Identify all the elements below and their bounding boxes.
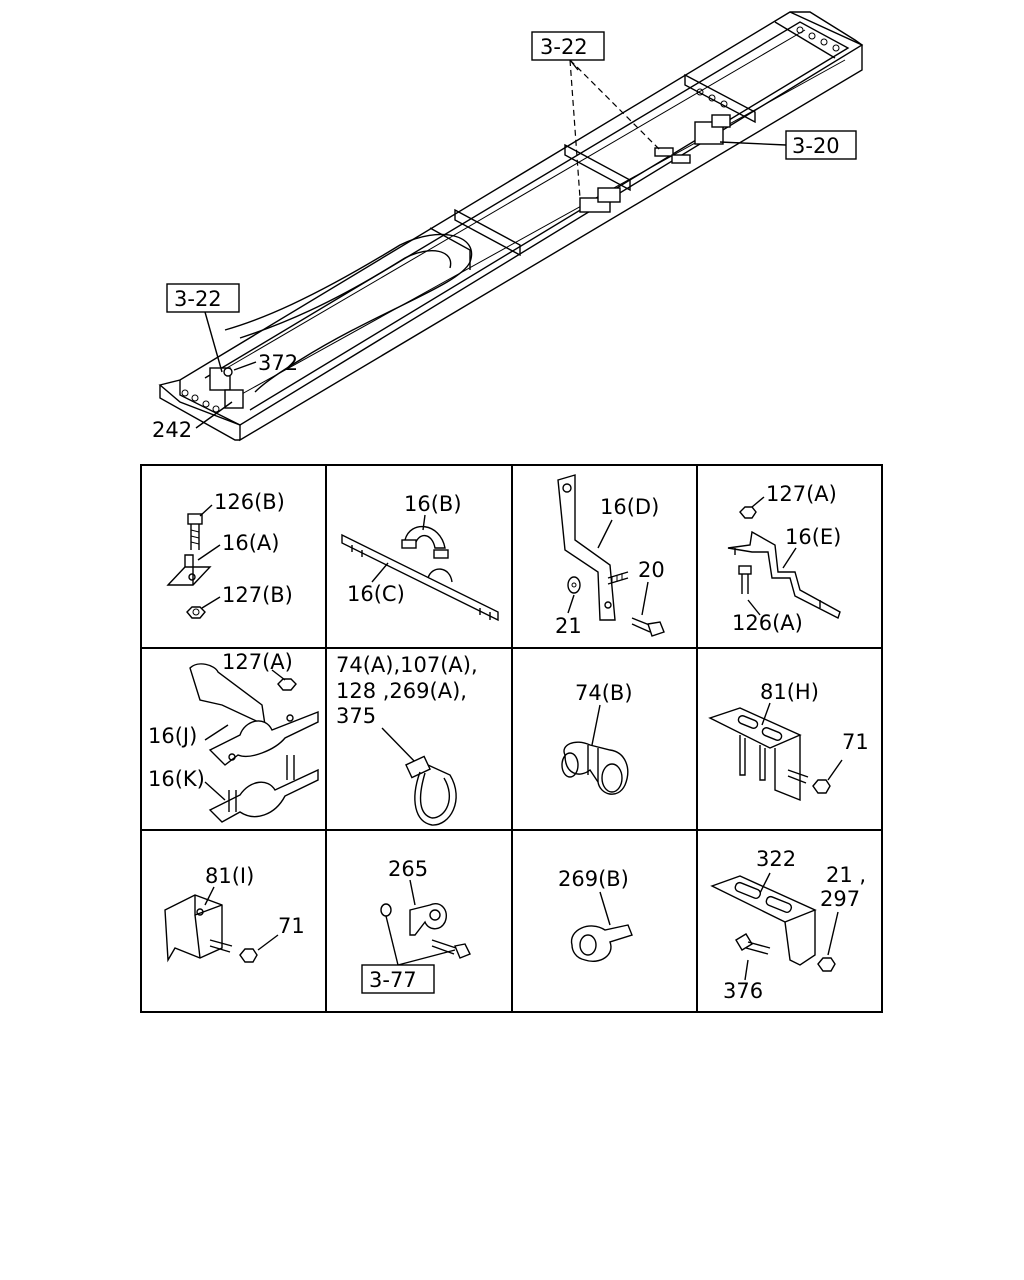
cell-9[interactable]: 81(I) 71	[164, 864, 305, 963]
ref-label-3-22-left: 3-22	[174, 287, 222, 311]
nut-icon	[739, 506, 757, 519]
part-label: 21 ,	[826, 863, 866, 887]
bolt-icon	[631, 617, 665, 637]
cell-5[interactable]: 127(A) 16(J) 16(K)	[148, 650, 319, 823]
part-372: 372	[258, 351, 298, 375]
nut-icon	[239, 948, 258, 963]
part-label: 81(H)	[760, 680, 819, 704]
cell-8[interactable]: 81(H) 71	[708, 680, 869, 802]
clip-icon	[570, 924, 633, 962]
part-label: 126(B)	[214, 490, 285, 514]
part-label: 21	[555, 614, 582, 638]
part-label: 16(E)	[785, 525, 841, 549]
part-label: 128 ,269(A),	[336, 679, 467, 703]
washer-icon	[380, 903, 392, 917]
ref-box-3-22-top[interactable]	[531, 31, 605, 61]
bolt-icon	[787, 769, 809, 784]
washer-icon	[567, 576, 581, 594]
part-label: 74(B)	[575, 681, 633, 705]
part-label: 16(K)	[148, 767, 205, 791]
bolt-icon	[735, 933, 771, 955]
nut-icon	[812, 779, 831, 794]
part-label: 127(B)	[222, 583, 293, 607]
part-label: 16(B)	[404, 492, 462, 516]
cell-2[interactable]: 16(B) 16(C)	[341, 492, 499, 622]
cell-10[interactable]: 265 3-77	[361, 857, 471, 994]
frame-brackets	[209, 114, 731, 409]
part-label: 127(A)	[766, 482, 837, 506]
ref-label-3-22-top: 3-22	[540, 35, 588, 59]
part-242: 242	[152, 418, 192, 442]
part-label: 375	[336, 704, 376, 728]
part-label: 81(I)	[205, 864, 254, 888]
bolt-icon	[607, 571, 629, 585]
bolt-icon	[738, 565, 752, 594]
part-label: 74(A),107(A),	[336, 653, 478, 677]
part-label: 127(A)	[222, 650, 293, 674]
cell-6[interactable]: 74(A),107(A), 128 ,269(A), 375	[336, 653, 478, 826]
cell-1[interactable]: 126(B) 16(A) 127(B)	[166, 490, 293, 619]
chassis-frame: 3-22 3-20 3-22 372 242	[152, 11, 864, 442]
part-label: 376	[723, 979, 763, 1003]
part-label: 126(A)	[732, 611, 803, 635]
bolt-icon	[431, 939, 471, 959]
cable-tie-icon	[405, 755, 457, 826]
part-label: 16(A)	[222, 531, 279, 555]
part-label: 16(J)	[148, 724, 197, 748]
part-label: 269(B)	[558, 867, 629, 891]
nut-icon	[277, 678, 297, 691]
nut-icon	[186, 606, 206, 619]
part-label: 16(D)	[600, 495, 659, 519]
clip-icon	[409, 903, 447, 936]
clip-icon	[561, 741, 629, 795]
cell-4[interactable]: 127(A) 16(E) 126(A)	[727, 482, 841, 635]
bolt-icon	[187, 513, 203, 550]
part-label: 265	[388, 857, 428, 881]
part-label: 322	[756, 847, 796, 871]
part-label: 71	[842, 730, 869, 754]
part-label: 297	[820, 887, 860, 911]
nut-icon	[817, 957, 836, 972]
ref-box-3-22-left[interactable]	[166, 283, 240, 313]
part-label: 20	[638, 558, 665, 582]
parts-grid	[140, 464, 883, 1013]
cell-11[interactable]: 269(B)	[558, 867, 633, 962]
cell-3[interactable]: 16(D) 20 21	[555, 474, 665, 638]
part-label: 71	[278, 914, 305, 938]
part-label: 16(C)	[347, 582, 405, 606]
cell-12[interactable]: 322 21 , 297 376	[710, 847, 866, 1003]
bolt-icon	[228, 755, 295, 812]
bolt-icon	[209, 939, 233, 953]
ref-label-3-77: 3-77	[369, 968, 417, 992]
cell-7[interactable]: 74(B)	[561, 681, 633, 795]
ref-label-3-20: 3-20	[792, 134, 840, 158]
